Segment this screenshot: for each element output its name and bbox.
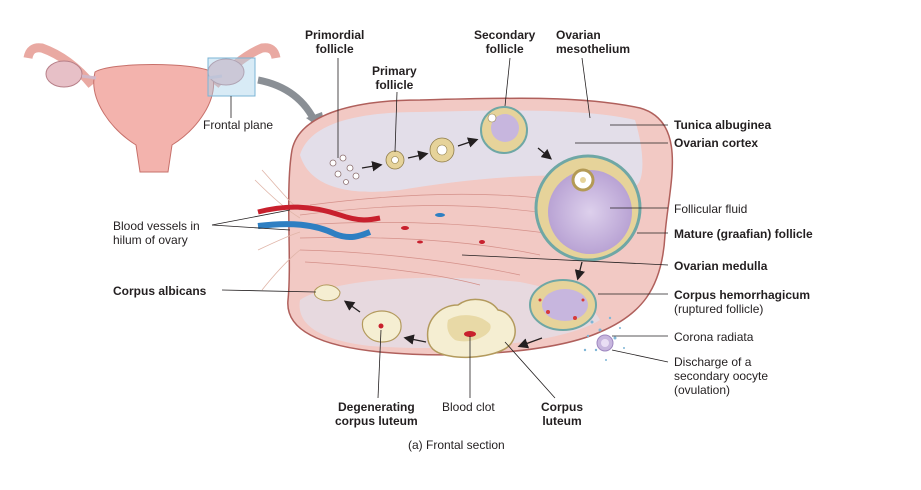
label-primary-line2: follicle xyxy=(375,78,414,92)
cycle-arrows xyxy=(343,137,585,349)
figure-caption: (a) Frontal section xyxy=(408,438,505,452)
label-corona-radiata: Corona radiata xyxy=(674,330,754,344)
blood-clot-spot xyxy=(464,331,476,337)
label-primary-line1: Primary xyxy=(372,64,417,78)
label-degenerating-line1: Degenerating xyxy=(338,400,415,414)
artery xyxy=(257,204,381,223)
frontal-plane-box xyxy=(207,57,256,97)
leader-lines xyxy=(211,57,669,399)
label-ovarian-medulla: Ovarian medulla xyxy=(674,259,768,273)
uterus-body xyxy=(93,64,214,173)
label-mesothelium-line2: mesothelium xyxy=(556,42,631,56)
label-mesothelium-line1: Ovarian xyxy=(556,28,601,42)
label-ruptured-follicle: (ruptured follicle) xyxy=(674,302,764,316)
label-tunica-albuginea: Tunica albuginea xyxy=(674,118,772,132)
label-vessels-line2: hilum of ovary xyxy=(113,233,188,247)
ovarian-ligaments xyxy=(81,74,223,80)
label-blood-clot: Blood clot xyxy=(442,400,495,414)
label-discharge-line1: Discharge of a xyxy=(674,355,752,369)
label-vessels-line1: Blood vessels in xyxy=(113,219,200,233)
vessel-section-1 xyxy=(435,213,445,217)
label-secondary-line2: follicle xyxy=(485,42,524,56)
label-primordial-follicle: Primordial follicle xyxy=(305,28,364,56)
growing-oocyte xyxy=(436,144,448,156)
corpus-albicans xyxy=(313,284,341,302)
primary-oocyte xyxy=(391,156,399,164)
label-degenerating-corpus-luteum: Degenerating corpus luteum xyxy=(335,400,418,428)
ovulation-spray xyxy=(583,316,625,361)
corpus-luteum-folds xyxy=(447,315,491,342)
secondary-oocyte-dot xyxy=(487,113,497,123)
follicular-fluid-region xyxy=(548,170,632,254)
vein xyxy=(257,221,372,241)
label-corpus-luteum: Corpus luteum xyxy=(541,400,583,428)
label-discharge-line3: (ovulation) xyxy=(674,383,731,397)
label-secondary-line1: Secondary xyxy=(474,28,536,42)
label-ovarian-mesothelium: Ovarian mesothelium xyxy=(556,28,630,56)
label-discharge: Discharge of a secondary oocyte (ovulati… xyxy=(674,355,768,397)
label-primary-follicle: Primary follicle xyxy=(372,64,417,92)
vessel-section-2 xyxy=(401,226,409,230)
vessel-section-3 xyxy=(479,240,485,244)
secondary-oocyte-core xyxy=(601,339,609,347)
label-corpus-albicans: Corpus albicans xyxy=(113,284,207,298)
label-primordial-line1: Primordial xyxy=(305,28,365,42)
label-follicular-fluid: Follicular fluid xyxy=(674,202,748,216)
label-corpus-hemorrhagicum: Corpus hemorrhagicum xyxy=(674,288,811,302)
label-discharge-line2: secondary oocyte xyxy=(674,369,769,383)
primordial-follicles xyxy=(329,154,360,185)
ovary-section xyxy=(254,97,674,361)
degenerating-clot xyxy=(378,323,384,329)
label-luteum-line1: Corpus xyxy=(541,400,583,414)
left-ovary-small xyxy=(45,60,83,88)
label-primordial-line2: follicle xyxy=(315,42,354,56)
hemorrhagicum-cavity xyxy=(542,289,588,321)
mature-oocyte-nucleus xyxy=(580,177,586,183)
stroma-fibers xyxy=(299,193,561,286)
label-ovarian-cortex: Ovarian cortex xyxy=(674,136,759,150)
vessel-section-4 xyxy=(417,240,423,244)
secondary-antrum xyxy=(491,114,519,142)
label-degenerating-line2: corpus luteum xyxy=(335,414,418,428)
label-secondary-follicle: Secondary follicle xyxy=(474,28,535,56)
label-blood-vessels: Blood vessels in hilum of ovary xyxy=(113,219,200,247)
label-frontal-plane: Frontal plane xyxy=(203,118,274,132)
label-luteum-line2: luteum xyxy=(542,414,582,428)
uterus-inset xyxy=(23,43,281,173)
label-mature-follicle: Mature (graafian) follicle xyxy=(674,227,813,241)
hemorrhage-spots xyxy=(538,298,585,320)
